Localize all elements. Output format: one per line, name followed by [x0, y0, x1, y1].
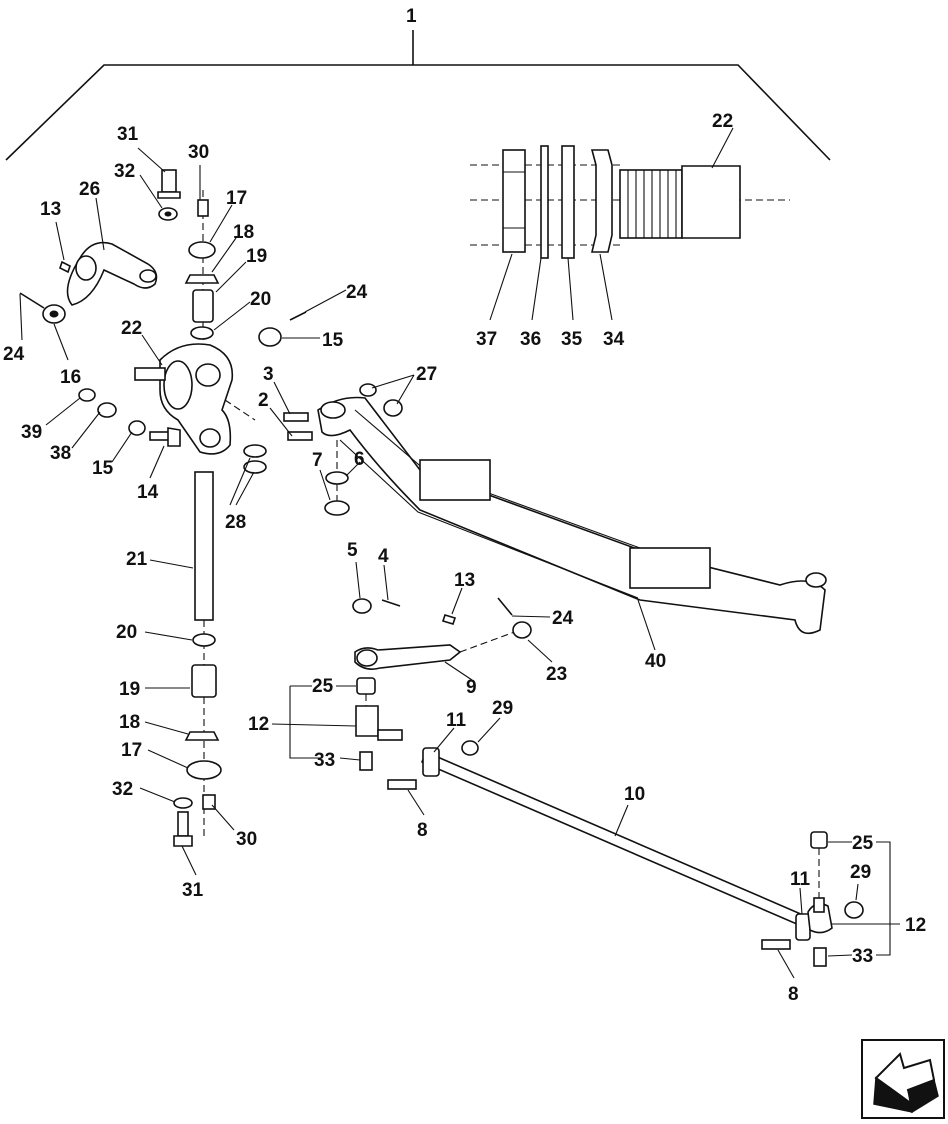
callout-24-right: 24 [346, 282, 368, 303]
callout-19-bottom: 19 [119, 679, 140, 700]
nut-15-upper [258, 311, 307, 347]
callout-12-right: 12 [905, 915, 926, 936]
callout-32-bottom: 32 [112, 779, 133, 800]
callout-17-top: 17 [226, 188, 247, 209]
callout-29-left: 29 [492, 698, 513, 719]
callout-12-left: 12 [248, 714, 269, 735]
tie-rod-end-left [355, 677, 403, 771]
callout-1: 1 [406, 6, 417, 27]
callout-37: 37 [476, 329, 497, 350]
callout-4: 4 [378, 546, 389, 567]
cotter-pin-left [19, 292, 45, 309]
callout-10: 10 [624, 784, 645, 805]
hub-detail-inset [470, 145, 790, 259]
callout-25-left: 25 [312, 676, 334, 697]
callout-36: 36 [520, 329, 541, 350]
callout-15-right: 15 [322, 330, 344, 351]
next-page-arrow-icon[interactable] [861, 1039, 945, 1119]
callout-21: 21 [126, 549, 148, 570]
callout-35: 35 [561, 329, 583, 350]
callout-16: 16 [60, 367, 81, 388]
callout-30-top: 30 [188, 142, 209, 163]
pivot-washers [324, 440, 350, 516]
small-hardware-left [78, 388, 181, 447]
callout-8-left: 8 [417, 820, 428, 841]
callout-17-bottom: 17 [121, 740, 142, 761]
callout-32-top: 32 [114, 161, 135, 182]
upper-kingpin-stack [157, 169, 220, 360]
callout-13-left: 13 [40, 199, 61, 220]
callout-23: 23 [546, 664, 567, 685]
callout-2: 2 [258, 390, 269, 411]
callout-19-top: 19 [246, 246, 267, 267]
callout-34: 34 [603, 329, 625, 350]
callout-11-left: 11 [446, 710, 467, 731]
callout-31-bottom: 31 [182, 880, 204, 901]
callout-20-bottom: 20 [116, 622, 137, 643]
callout-40: 40 [645, 651, 666, 672]
callout-22-knuckle: 22 [121, 318, 142, 339]
callout-labels: 1 22 37 36 35 34 31 30 32 26 13 17 18 19… [3, 6, 926, 1005]
lower-kingpin-stack [173, 633, 222, 847]
callout-15-left: 15 [92, 458, 114, 479]
callout-7: 7 [312, 450, 323, 471]
callout-13-mid: 13 [454, 570, 475, 591]
callout-39: 39 [21, 422, 42, 443]
callout-3: 3 [263, 364, 274, 385]
callout-24-mid: 24 [552, 608, 574, 629]
key-13-left [59, 260, 71, 274]
steering-knuckle [134, 343, 256, 455]
tie-rod-end-right [807, 831, 864, 967]
castle-nut-16 [42, 304, 66, 324]
callout-6: 6 [354, 449, 365, 470]
assembly-bracket [5, 30, 831, 161]
shims-28 [243, 444, 267, 474]
callout-22-inset: 22 [712, 111, 733, 132]
callout-20-top: 20 [250, 289, 271, 310]
callout-26: 26 [79, 179, 100, 200]
callout-18-bottom: 18 [119, 712, 140, 733]
callout-5: 5 [347, 540, 358, 561]
callout-25-right: 25 [852, 833, 874, 854]
callout-24-left: 24 [3, 344, 25, 365]
callout-30-bottom: 30 [236, 829, 257, 850]
callout-33-left: 33 [314, 750, 335, 771]
kingpin-21 [194, 471, 214, 840]
steering-arm [66, 241, 158, 306]
callout-18-top: 18 [233, 222, 254, 243]
tie-rod [387, 740, 812, 950]
callout-33-right: 33 [852, 946, 873, 967]
callout-38: 38 [50, 443, 71, 464]
leader-lines [19, 127, 900, 979]
callout-28: 28 [225, 512, 246, 533]
callout-11-right: 11 [790, 869, 811, 890]
callout-9: 9 [466, 677, 477, 698]
callout-8-right: 8 [788, 984, 799, 1005]
callout-29-right: 29 [850, 862, 871, 883]
callout-14: 14 [137, 482, 159, 503]
callout-27: 27 [416, 364, 437, 385]
front-axle-beam [317, 396, 827, 635]
callout-31-top: 31 [117, 124, 139, 145]
tie-rod-arm [352, 597, 532, 670]
